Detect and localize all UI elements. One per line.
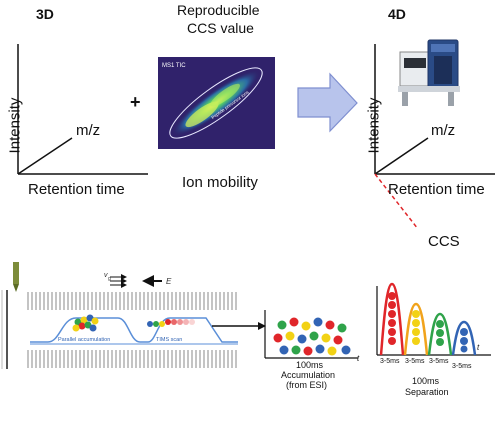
plus-sign: + <box>130 92 141 112</box>
reproducible-label: Reproducible <box>177 2 260 18</box>
accumulation-t-label: t <box>357 354 360 363</box>
heatmap-label: MS1 TIC <box>162 63 186 69</box>
accumulation-label: Accumulation <box>281 370 336 380</box>
top-axes-svg <box>17 44 495 230</box>
ccs-dashed-axis <box>374 173 419 230</box>
vg-label: v <box>104 272 108 279</box>
4d-z-axis <box>374 137 429 175</box>
accumulation-diagram <box>264 310 358 359</box>
peak-blue <box>451 320 477 356</box>
separation-t-label: t <box>477 343 480 352</box>
ccs-value-label: CCS value <box>187 20 254 36</box>
3d-mz-label: m/z <box>76 122 101 139</box>
tims-scan-label: TIMS scan <box>156 337 182 343</box>
4d-retention-time-label: Retention time <box>388 181 485 198</box>
3d-retention-time-label: Retention time <box>28 181 125 198</box>
peak-blue-ms-label: 3-5ms <box>452 363 472 370</box>
electrode-stack-bottom <box>27 350 237 368</box>
peak-green-ms-label: 3-5ms <box>429 358 449 365</box>
label-4d: 4D <box>388 6 406 22</box>
peak-green <box>427 312 453 356</box>
right-arrow-icon <box>297 72 358 133</box>
4d-mz-label: m/z <box>431 122 456 139</box>
vg-subscript: g <box>108 276 111 282</box>
peak-orange <box>403 302 429 356</box>
esi-emitter-icon <box>13 262 19 284</box>
label-3d: 3D <box>36 6 54 22</box>
flow-arrow-icon <box>212 322 266 330</box>
tims-device-diagram: v g E Parallel accumulation TIMS scan <box>1 262 238 369</box>
peak-red-ms-label: 3-5ms <box>380 358 400 365</box>
4d-intensity-label: Intensity <box>365 97 383 154</box>
parallel-accumulation-label: Parallel accumulation <box>58 337 110 343</box>
3d-z-axis <box>17 137 73 175</box>
mass-spectrometer-instrument-icon <box>398 39 460 106</box>
accumulation-source-label: (from ESI) <box>286 380 328 390</box>
peak-orange-ms-label: 3-5ms <box>405 358 425 365</box>
ion-mobility-heatmap: MS1 TIC Peptide precursor ions <box>158 57 275 149</box>
separation-time-label: 100ms <box>412 376 440 386</box>
electrode-stack-top <box>27 292 237 310</box>
3d-intensity-label: Intensity <box>6 97 24 154</box>
separation-diagram <box>376 282 491 356</box>
accumulation-time-label: 100ms <box>296 360 324 370</box>
ion-mobility-label: Ion mobility <box>182 174 258 191</box>
peak-red <box>379 282 405 356</box>
e-label: E <box>166 277 172 286</box>
ccs-label: CCS <box>428 233 460 250</box>
separation-label: Separation <box>405 387 449 397</box>
